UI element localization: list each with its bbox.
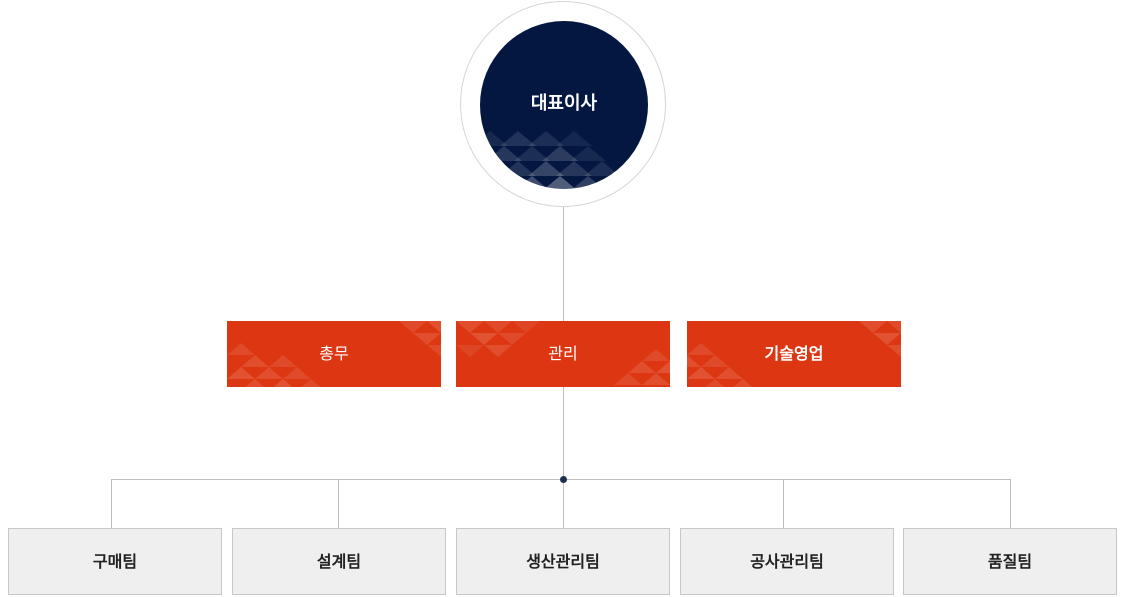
department-triangle-pattern	[456, 321, 670, 385]
department-triangle-pattern	[687, 321, 901, 387]
department-label: 관리	[548, 344, 578, 363]
team-box-purchasing: 구매팀	[8, 528, 222, 595]
department-box-technical-sales: 기술영업	[687, 321, 901, 387]
department-label: 기술영업	[764, 344, 824, 363]
team-box-quality: 품질팀	[903, 528, 1117, 595]
team-box-design: 설계팀	[232, 528, 446, 595]
department-triangle-pattern	[227, 321, 441, 387]
ceo-label: 대표이사	[530, 93, 598, 114]
department-box-management: 관리	[456, 321, 670, 387]
team-drop-connector	[111, 479, 112, 528]
team-drop-connector	[1010, 479, 1011, 528]
team-drop-connector	[338, 479, 339, 528]
team-drop-connector	[783, 479, 784, 528]
department-label: 총무	[319, 344, 349, 363]
management-to-teams-connector	[563, 387, 564, 528]
ceo-node: 대표이사	[480, 21, 648, 189]
ceo-to-management-connector	[563, 207, 564, 321]
department-box-general-affairs: 총무	[227, 321, 441, 387]
team-box-production-management: 생산관리팀	[456, 528, 670, 595]
junction-dot	[560, 476, 567, 483]
ceo-triangle-pattern	[480, 131, 620, 189]
team-box-construction-management: 공사관리팀	[680, 528, 894, 595]
